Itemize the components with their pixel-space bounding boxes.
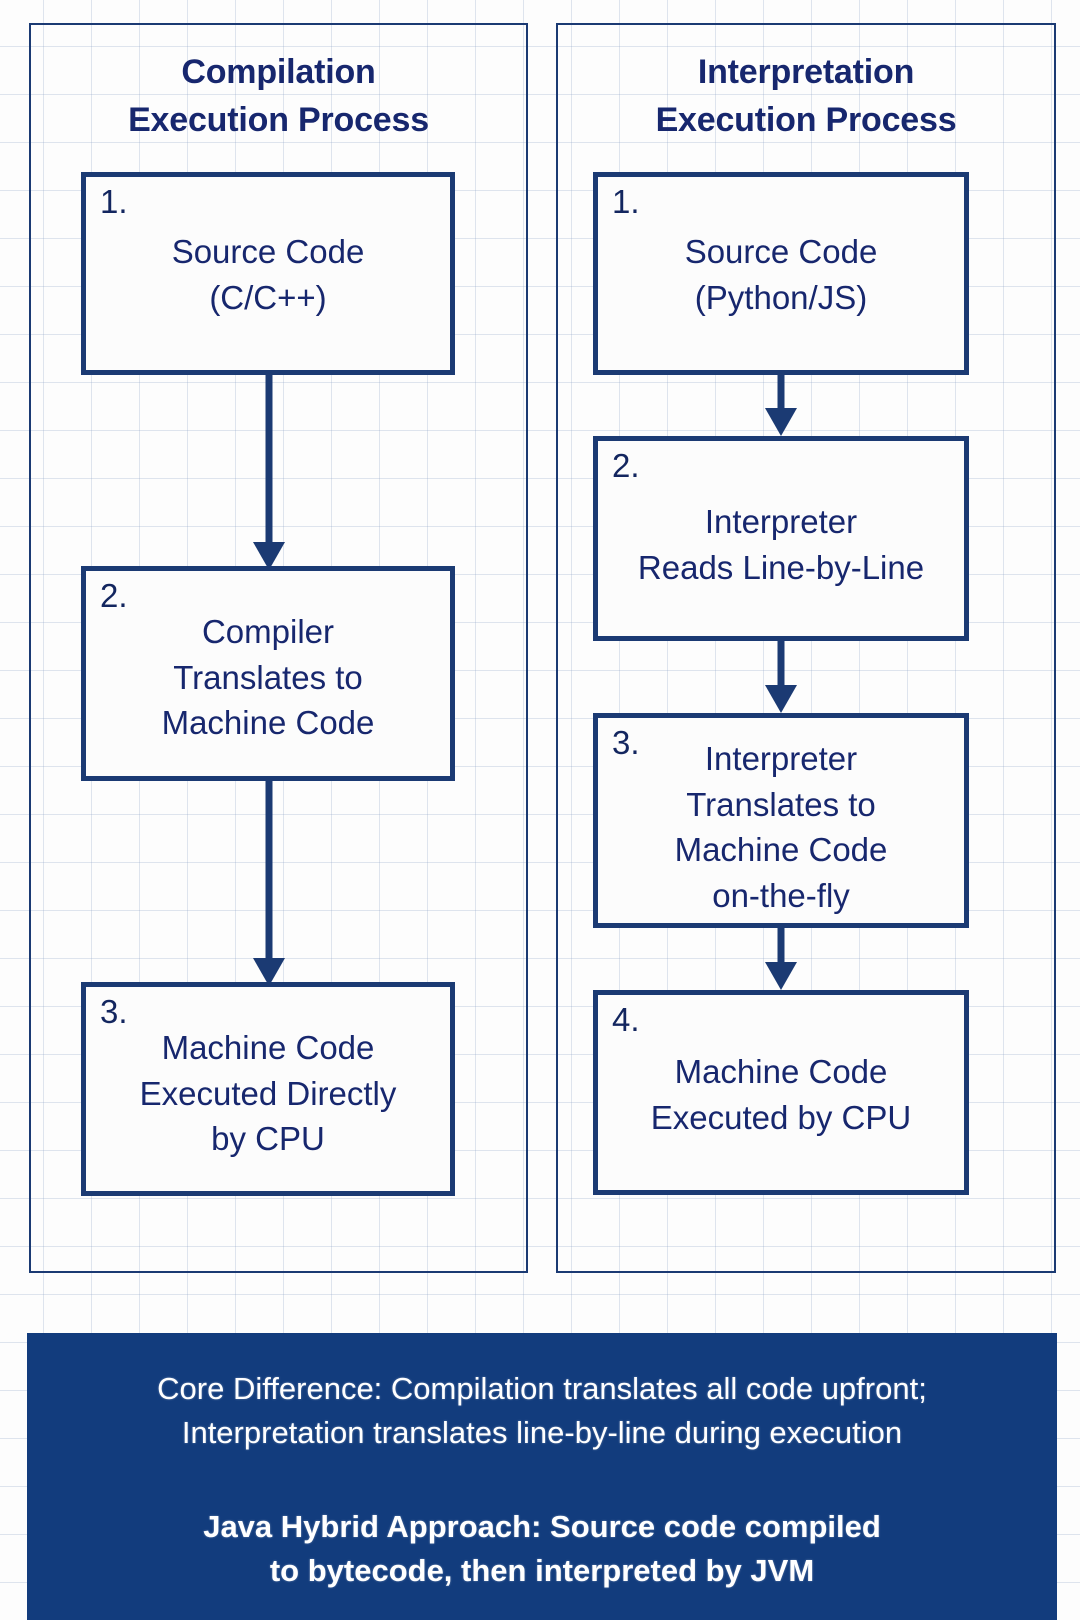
interpretation-arrow-2-to-3: [765, 641, 797, 713]
panel-interpretation-title: Interpretation Execution Process: [655, 53, 957, 139]
interpretation-step-4-box: 4. Machine Code Executed by CPU: [593, 990, 969, 1195]
interpretation-step-1-box: 1. Source Code (Python/JS): [593, 172, 969, 375]
compilation-step-2-label: Compiler Translates to Machine Code: [161, 613, 375, 742]
interpretation-step-3-box: 3. Interpreter Translates to Machine Cod…: [593, 713, 969, 928]
interpretation-step-1-label: Source Code (Python/JS): [684, 233, 878, 316]
interpretation-step-1-number: 1.: [612, 183, 640, 220]
compilation-step-3-label: Machine Code Executed Directly by CPU: [139, 1029, 397, 1158]
compilation-step-2-number: 2.: [100, 577, 128, 614]
panel-interpretation: Interpretation Execution Process: [556, 23, 1056, 1273]
interpretation-arrow-1-to-2: [765, 375, 797, 436]
compilation-step-2-box: 2. Compiler Translates to Machine Code: [81, 566, 455, 781]
compilation-step-3-number: 3.: [100, 993, 128, 1030]
interpretation-step-2-box: 2. Interpreter Reads Line-by-Line: [593, 436, 969, 641]
interpretation-step-4-number: 4.: [612, 1001, 640, 1038]
banner-core-difference: Core Difference: Compilation translates …: [157, 1371, 927, 1451]
compilation-step-3-box: 3. Machine Code Executed Directly by CPU: [81, 982, 455, 1196]
interpretation-step-2-number: 2.: [612, 447, 640, 484]
interpretation-step-3-label: Interpreter Translates to Machine Code o…: [674, 740, 888, 914]
compilation-arrow-2-to-3: [253, 781, 285, 986]
interpretation-step-2-label: Interpreter Reads Line-by-Line: [637, 503, 925, 586]
interpretation-step-3-number: 3.: [612, 724, 640, 761]
panel-compilation-title: Compilation Execution Process: [128, 53, 429, 139]
compilation-arrow-1-to-2: [253, 375, 285, 570]
summary-banner: Core Difference: Compilation translates …: [27, 1333, 1057, 1620]
compilation-step-1-label: Source Code (C/C++): [171, 233, 365, 316]
interpretation-step-4-label: Machine Code Executed by CPU: [650, 1053, 912, 1136]
panel-compilation: Compilation Execution Process: [29, 23, 528, 1273]
compilation-step-1-box: 1. Source Code (C/C++): [81, 172, 455, 375]
banner-java-hybrid: Java Hybrid Approach: Source code compil…: [203, 1509, 881, 1589]
interpretation-arrow-3-to-4: [765, 928, 797, 990]
compilation-step-1-number: 1.: [100, 183, 128, 220]
